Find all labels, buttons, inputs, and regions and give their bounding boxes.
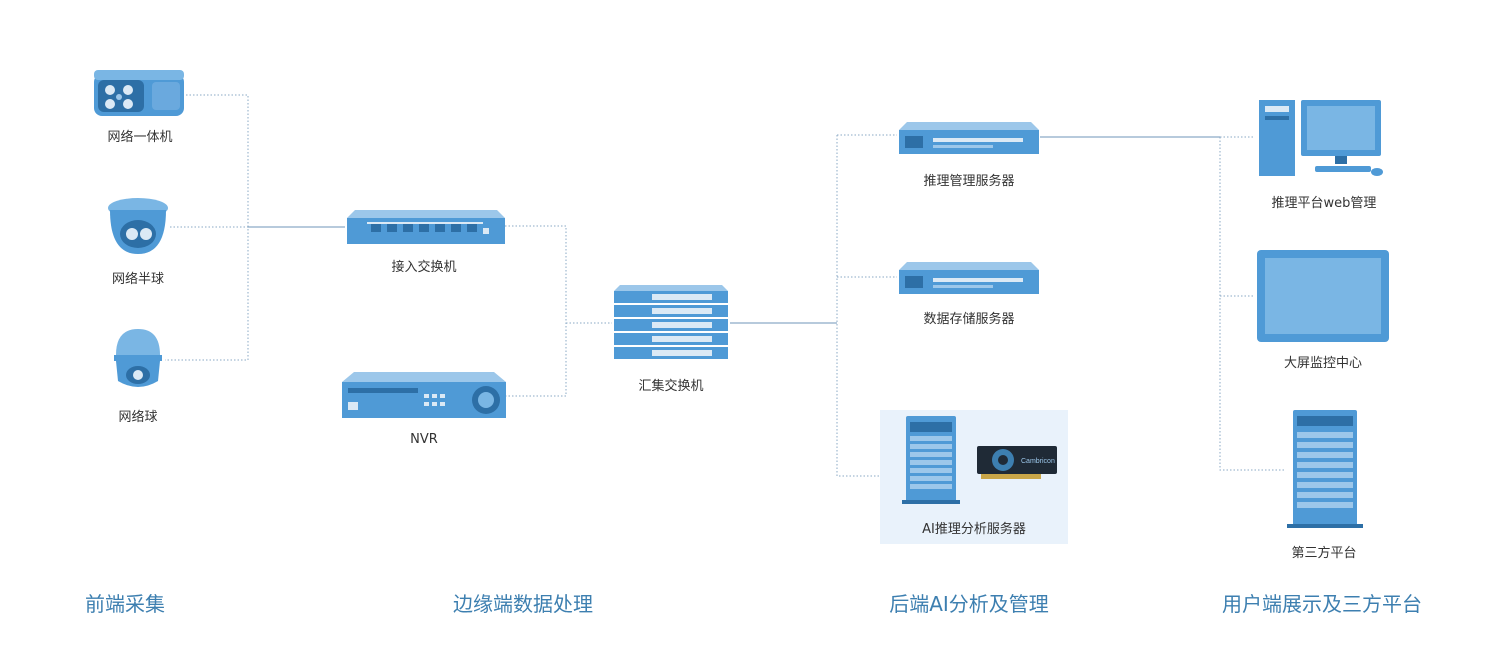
dome-camera-icon xyxy=(108,198,168,254)
nvr-label: NVR xyxy=(410,432,438,447)
inference-server-label: 推理管理服务器 xyxy=(923,174,1015,189)
card-brand-text: Cambricon xyxy=(1021,458,1055,465)
storage-server-icon xyxy=(899,262,1039,294)
bullet-camera-icon xyxy=(94,70,184,116)
web-mgmt-label: 推理平台web管理 xyxy=(1271,196,1377,211)
section-user: 用户端展示及三方平台 xyxy=(1222,592,1422,616)
camera-dome-label: 网络半球 xyxy=(111,272,165,287)
access-switch-label: 接入交换机 xyxy=(391,260,457,275)
camera-ptz-label: 网络球 xyxy=(118,410,158,425)
section-edge: 边缘端数据处理 xyxy=(453,592,593,616)
ai-tower-server-icon xyxy=(902,416,960,504)
ai-accelerator-card-icon: Cambricon xyxy=(977,446,1057,479)
big-screen-label: 大屏监控中心 xyxy=(1283,356,1363,371)
core-switch-label: 汇集交换机 xyxy=(638,379,704,394)
third-party-label: 第三方平台 xyxy=(1291,546,1357,561)
third-party-tower-icon xyxy=(1287,410,1363,528)
user-bus-line xyxy=(1219,137,1285,471)
camera-bus-line xyxy=(165,94,249,361)
stacked-switch-icon xyxy=(614,285,728,359)
nvr-recorder-icon xyxy=(342,372,506,418)
inference-server-icon xyxy=(899,122,1039,154)
storage-server-label: 数据存储服务器 xyxy=(923,312,1015,327)
monitor-screen-icon xyxy=(1257,250,1389,342)
section-front: 前端采集 xyxy=(85,592,165,616)
camera-bullet-label: 网络一体机 xyxy=(107,130,173,145)
section-backend: 后端AI分析及管理 xyxy=(889,592,1049,616)
ai-server-label: AI推理分析服务器 xyxy=(922,522,1026,537)
edge-bus-line xyxy=(505,225,567,397)
backend-bus-line xyxy=(836,135,880,477)
network-switch-icon xyxy=(347,210,505,244)
ptz-camera-icon xyxy=(114,329,162,387)
desktop-computer-icon xyxy=(1259,100,1383,176)
